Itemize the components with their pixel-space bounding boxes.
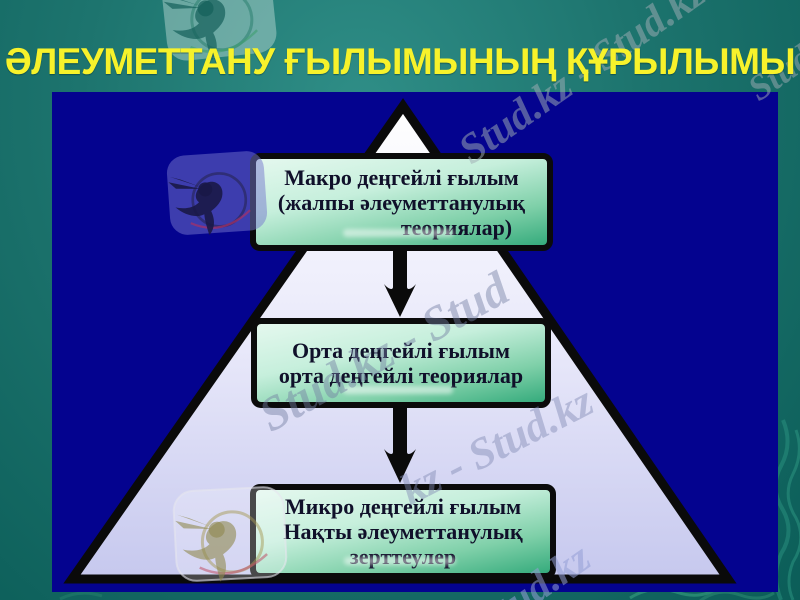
down-arrow-icon	[384, 250, 416, 317]
pyramid-diagram-panel: Макро деңгейлі ғылым (жалпы әлеуметтанул…	[52, 92, 778, 592]
pyramid-level-orta: Орта деңгейлі ғылым орта деңгейлі теория…	[251, 318, 551, 408]
pyramid-level-macro: Макро деңгейлі ғылым (жалпы әлеуметтанул…	[250, 153, 553, 251]
slide-title: ӘЛЕУМЕТТАНУ ҒЫЛЫМЫНЫҢ ҚҰРЫЛЫМЫ	[4, 41, 796, 82]
box-text-line: орта деңгейлі теориялар	[278, 363, 524, 388]
down-arrow-icon	[384, 406, 416, 483]
box-text-line: Нақты әлеуметтанулық	[283, 519, 523, 544]
box-text-line: теориялар)	[400, 214, 513, 240]
box-text-line: (жалпы әлеуметтанулық	[277, 189, 526, 215]
box-text-line: Макро деңгейлі ғылым	[284, 164, 519, 190]
box-text-line: Микро деңгейлі ғылым	[284, 494, 522, 519]
box-text-line: Орта деңгейлі ғылым	[292, 338, 510, 363]
box-text-line: зерттеулер	[349, 544, 457, 569]
pyramid-level-micro: Микро деңгейлі ғылым Нақты әлеуметтанулы…	[250, 484, 556, 579]
